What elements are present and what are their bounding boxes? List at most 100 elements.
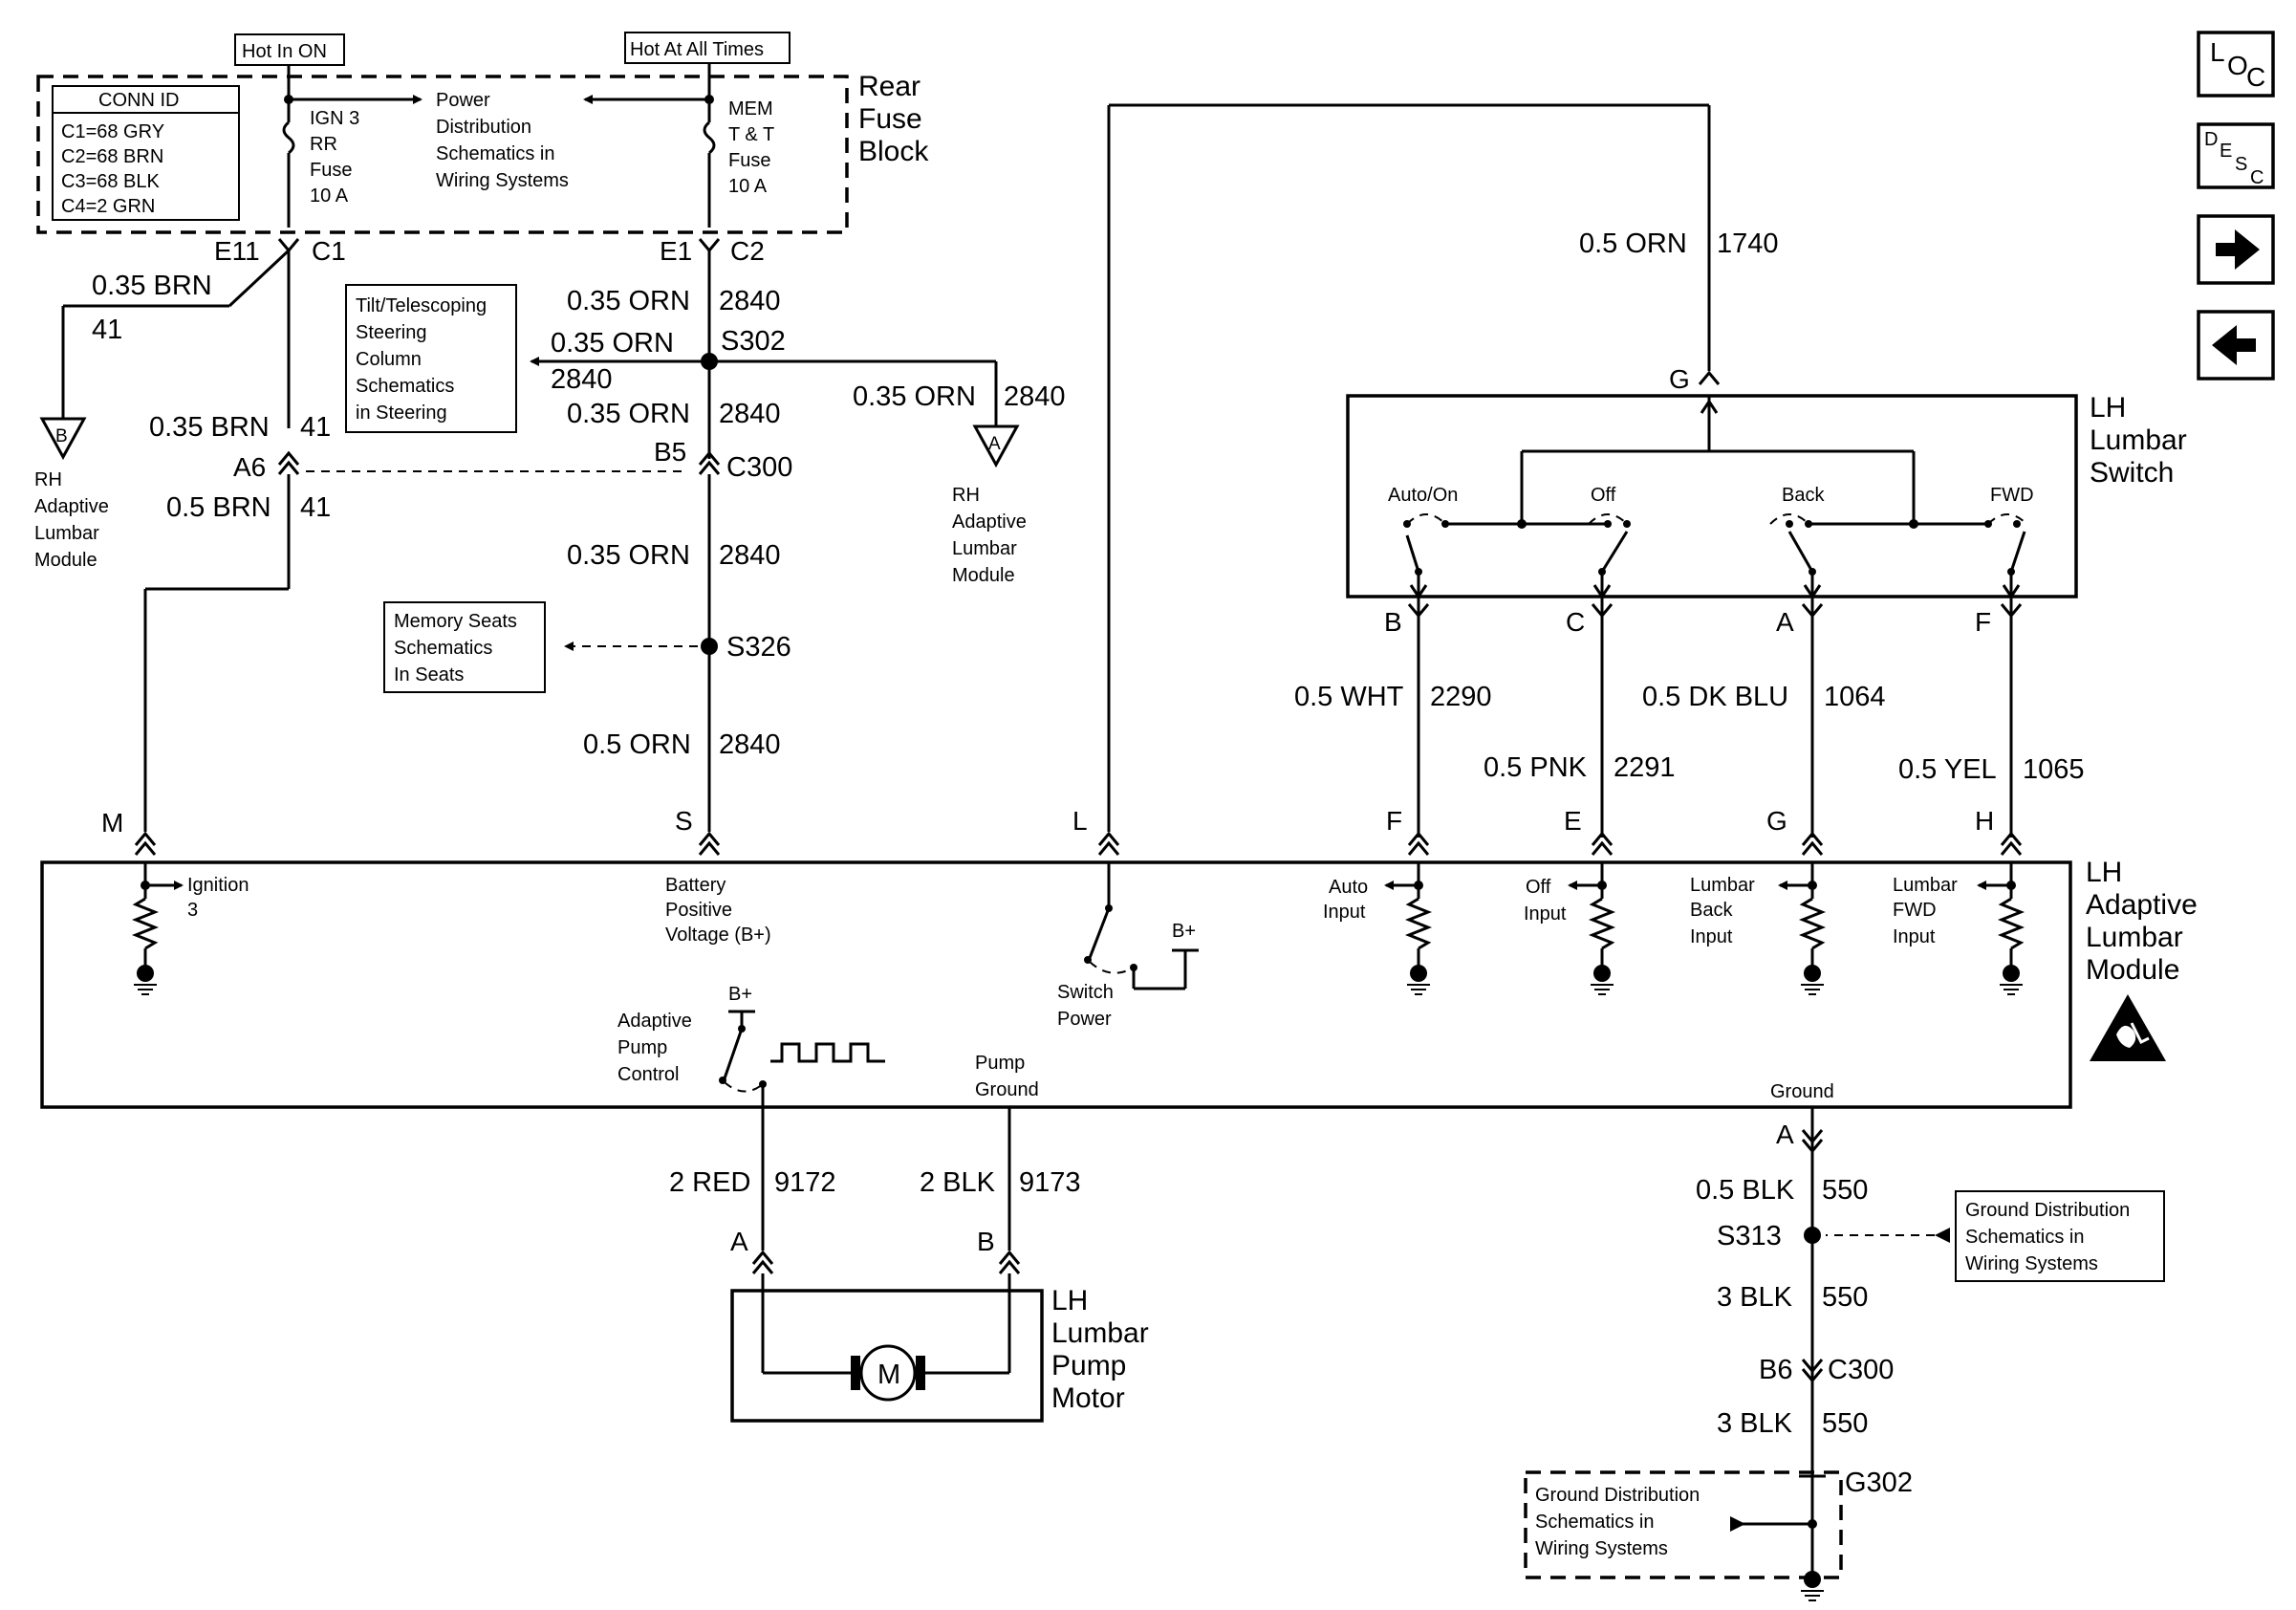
- ign-fuse-label: Fuse: [310, 160, 352, 181]
- b-plus-label: B+: [728, 984, 752, 1005]
- tilt-box-label: in Steering: [356, 402, 447, 424]
- wire-number: 9172: [774, 1167, 836, 1198]
- wire-size: 0.35 ORN: [551, 328, 674, 359]
- lh-adaptive-lumbar-module: LH Adaptive Lumbar Module Ignition 3 Bat…: [40, 857, 2198, 1109]
- left-circuit: B 0.35 BRN 41 RH Adaptive Lumbar Module …: [34, 238, 688, 856]
- pin-m: M: [101, 808, 123, 838]
- switch-contact-back: [1769, 513, 1816, 838]
- switch-title: Lumbar: [2090, 424, 2187, 456]
- module-title: Module: [2086, 954, 2179, 986]
- fwd-input-label: Input: [1893, 926, 1936, 947]
- tilt-box-label: Steering: [356, 322, 427, 343]
- wire-number: 550: [1822, 1408, 1868, 1439]
- fwd-input-circuit: Lumbar FWD Input: [1893, 862, 2025, 995]
- pin-f: F: [1975, 607, 1991, 637]
- wire-number: 2840: [719, 399, 781, 429]
- wire-number: 41: [300, 412, 331, 443]
- pin-g: G: [1669, 364, 1690, 394]
- mem-fuse-label: MEM: [728, 98, 773, 120]
- pump-control-label: Adaptive: [617, 1011, 692, 1032]
- wire-number: 2840: [719, 729, 781, 760]
- conn-id-row: C4=2 GRN: [61, 196, 155, 217]
- rh-module-label: Adaptive: [34, 496, 109, 517]
- pump-title: Lumbar: [1051, 1317, 1149, 1349]
- connector-c300: C300: [726, 452, 792, 483]
- wire-number: 41: [300, 492, 331, 523]
- memory-box-label: In Seats: [394, 664, 464, 685]
- splice-s326: S326: [726, 632, 791, 663]
- rh-module-label: RH: [34, 469, 62, 490]
- loc-letter: C: [2246, 62, 2265, 92]
- rh-module-label: Module: [34, 550, 97, 571]
- wire-size: 0.35 ORN: [567, 286, 690, 316]
- pump-title: Pump: [1051, 1350, 1126, 1382]
- wire-size: 2 RED: [669, 1167, 750, 1198]
- wire-number: 2840: [1004, 381, 1066, 412]
- power-dist-label: Wiring Systems: [436, 170, 569, 191]
- wire-size: 0.5 BRN: [166, 492, 271, 523]
- pin-a: A: [1776, 607, 1794, 637]
- switch-power-circuit: 0.5 ORN 1740 G L: [1072, 103, 1779, 856]
- loc-button[interactable]: L O C: [2197, 31, 2275, 98]
- back-input-label: Lumbar: [1690, 875, 1755, 896]
- next-button[interactable]: [2197, 214, 2275, 285]
- wire-size: 0.5 PNK: [1484, 752, 1588, 783]
- ignition-input-circuit: Ignition 3: [131, 862, 249, 995]
- splice-s302: S302: [721, 326, 786, 357]
- ground-dist-label: Wiring Systems: [1965, 1253, 2098, 1274]
- center-circuit: 0.35 ORN 2840 0.35 ORN 2840 S302 A 0.35 …: [345, 238, 1066, 856]
- off-input-label: Input: [1524, 903, 1567, 925]
- arrow-right-icon: [2216, 229, 2260, 270]
- desc-button[interactable]: D E S C: [2197, 122, 2275, 189]
- splice-s313: S313: [1717, 1221, 1782, 1251]
- switch-title: Switch: [2090, 457, 2174, 489]
- pump-control-label: Pump: [617, 1037, 667, 1058]
- sw-off-label: Off: [1591, 485, 1616, 506]
- ignition-label: 3: [187, 900, 198, 921]
- power-dist-label: Power: [436, 90, 490, 111]
- pump-control-circuit: Adaptive Pump Control B+: [617, 984, 885, 1107]
- ground-dist-label: Schematics in: [1535, 1512, 1655, 1533]
- loc-letter: O: [2227, 51, 2248, 80]
- wire-size: 0.5 ORN: [1579, 228, 1687, 259]
- pump-title: LH: [1051, 1285, 1088, 1316]
- wire-number: 2840: [719, 540, 781, 571]
- mem-fuse-label: Fuse: [728, 150, 770, 171]
- switch-title: LH: [2090, 392, 2126, 424]
- off-input-label: Off: [1526, 877, 1551, 898]
- conn-id-row: C3=68 BLK: [61, 171, 161, 192]
- wire-size: 0.35 BRN: [92, 271, 212, 301]
- power-dist-label: Distribution: [436, 117, 531, 138]
- pin-l: L: [1072, 806, 1088, 836]
- wire-size: 0.5 WHT: [1294, 682, 1404, 712]
- switch-power-output: B+ Switch Power: [1057, 862, 1199, 1030]
- rh-module-label: Adaptive: [952, 511, 1027, 533]
- ground-dist-label: Ground Distribution: [1965, 1200, 2130, 1221]
- ground-dist-label: Wiring Systems: [1535, 1538, 1668, 1559]
- esd-warning-icon: [2090, 994, 2166, 1061]
- wire-number: 2840: [551, 364, 613, 395]
- wire-number: 1064: [1824, 682, 1886, 712]
- pump-title: Motor: [1051, 1382, 1125, 1414]
- lh-lumbar-pump-motor: 2 RED 9172 2 BLK 9173 A B M LH Lumbar Pu…: [669, 1107, 1149, 1423]
- wire-number: 41: [92, 315, 122, 345]
- pin-b6: B6: [1759, 1355, 1792, 1385]
- switch-power-label: Power: [1057, 1009, 1112, 1030]
- module-title: LH: [2086, 857, 2122, 888]
- wire-number: 1065: [2023, 754, 2085, 785]
- wire-size: 3 BLK: [1717, 1408, 1793, 1439]
- ground-dist-label: Schematics in: [1965, 1227, 2085, 1248]
- pin-a: A: [730, 1227, 748, 1256]
- pin-b: B: [977, 1227, 995, 1256]
- sw-auto-label: Auto/On: [1388, 485, 1458, 506]
- back-button[interactable]: [2197, 310, 2275, 381]
- ground-label: Ground: [1770, 1081, 1834, 1102]
- pin-h: H: [1975, 806, 1994, 836]
- wire-size: 0.5 YEL: [1898, 754, 1997, 785]
- wire-size: 0.5 BLK: [1696, 1175, 1795, 1206]
- desc-letter: E: [2220, 141, 2232, 162]
- fuse-block-title-1: Rear: [858, 71, 921, 102]
- auto-input-label: Auto: [1329, 877, 1368, 898]
- ign-fuse-label: 10 A: [310, 185, 349, 207]
